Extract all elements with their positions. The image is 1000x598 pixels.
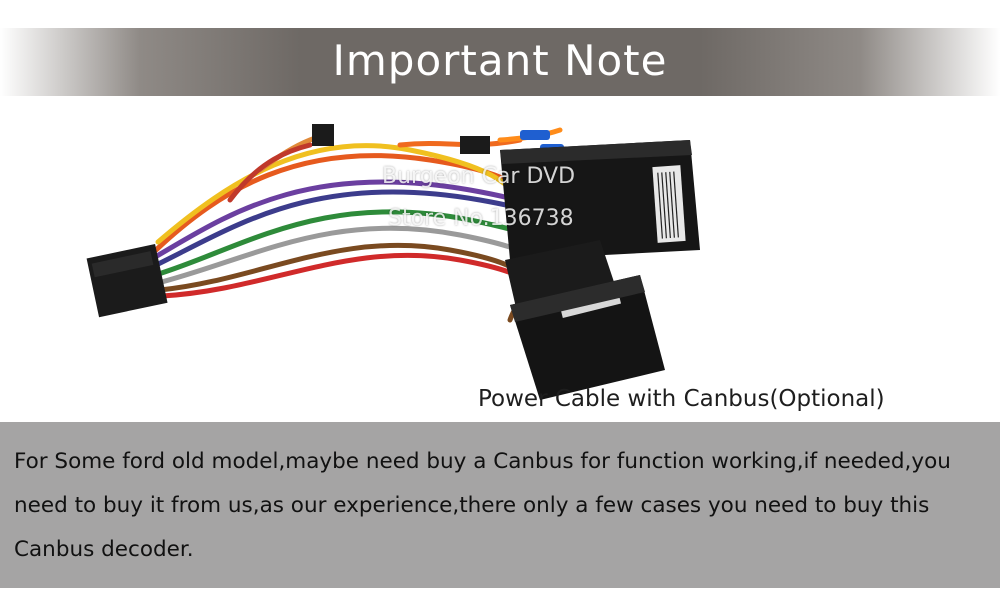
wiring-harness-illustration xyxy=(86,124,700,400)
watermark-line-2: Store No.136738 xyxy=(388,206,574,231)
note-panel xyxy=(0,422,1000,588)
photo-caption: Power Cable with Canbus(Optional) xyxy=(478,386,885,412)
page-title: Important Note xyxy=(332,36,668,85)
left-connector xyxy=(86,244,168,318)
product-photo xyxy=(0,100,1000,420)
note-text: For Some ford old model,maybe need buy a… xyxy=(14,449,951,562)
title-banner xyxy=(0,28,1000,96)
watermark-line-1: Burgeon Car DVD xyxy=(382,164,576,189)
